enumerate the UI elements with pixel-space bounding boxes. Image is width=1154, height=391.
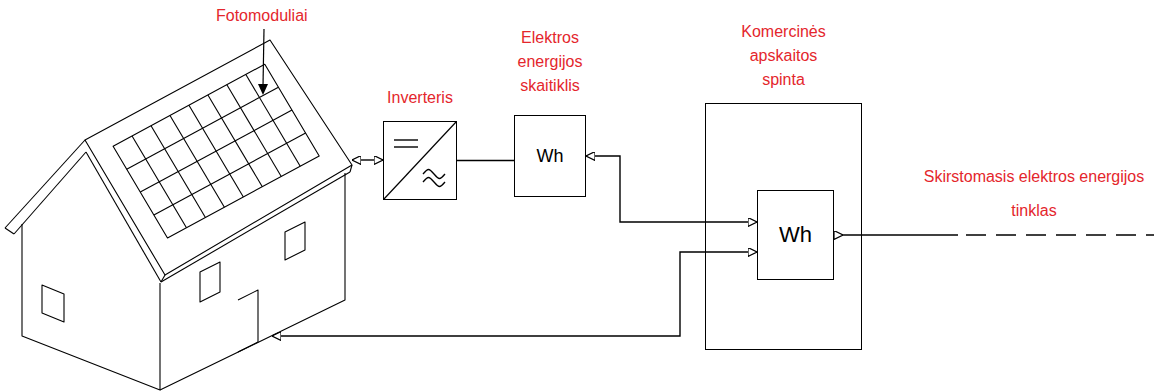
roof-edge xyxy=(5,228,14,234)
wire-connector xyxy=(586,156,757,222)
house-drawing xyxy=(0,0,360,391)
commercial-meter: Wh xyxy=(757,190,834,280)
ac-symbol xyxy=(423,170,445,179)
pv-module-edge xyxy=(127,87,279,169)
door xyxy=(238,290,258,352)
roof-edge xyxy=(14,152,86,234)
window xyxy=(42,285,64,322)
pv-array xyxy=(113,64,319,238)
part-name: Elektros energijos skaitiklis xyxy=(500,26,600,98)
leader-arrow xyxy=(258,84,268,95)
window xyxy=(200,262,220,302)
ac-symbol xyxy=(423,178,445,187)
pv-module-edge xyxy=(154,133,306,215)
pv-module-edge xyxy=(140,110,292,192)
part-name: Inverteris xyxy=(360,86,480,110)
roof-edge xyxy=(350,165,352,172)
wire-connector xyxy=(457,160,514,161)
leader-line xyxy=(263,29,264,86)
roof-edge xyxy=(86,152,161,282)
roof xyxy=(85,40,352,275)
roof-edge xyxy=(161,172,350,282)
meter-symbol: Wh xyxy=(779,222,812,248)
grid-line-dashed xyxy=(966,234,1154,235)
meter-box: Elektros energijos skaitiklisWh xyxy=(514,115,586,197)
grid-label: Skirstomasis elektros energijos tinklas xyxy=(922,160,1146,228)
part-name: Fotomoduliai xyxy=(216,4,308,28)
inverter-symbol xyxy=(384,122,456,199)
pv-house: Fotomoduliai xyxy=(0,0,360,391)
house-wall xyxy=(22,224,160,390)
inverter-box: Inverteris xyxy=(383,121,457,200)
roof-edge xyxy=(5,140,85,228)
wire-connector xyxy=(352,159,383,160)
dc-symbol xyxy=(394,139,418,140)
metering-cabinet: WhKomercinės apskaitos spinta xyxy=(705,103,862,350)
house-wall xyxy=(160,173,345,390)
window xyxy=(285,222,305,260)
grid-line xyxy=(834,234,958,235)
part-name: Komercinės apskaitos spinta xyxy=(728,20,840,92)
dc-symbol xyxy=(394,146,418,147)
inverter-diagonal xyxy=(384,122,456,199)
meter-symbol: Wh xyxy=(537,145,564,167)
